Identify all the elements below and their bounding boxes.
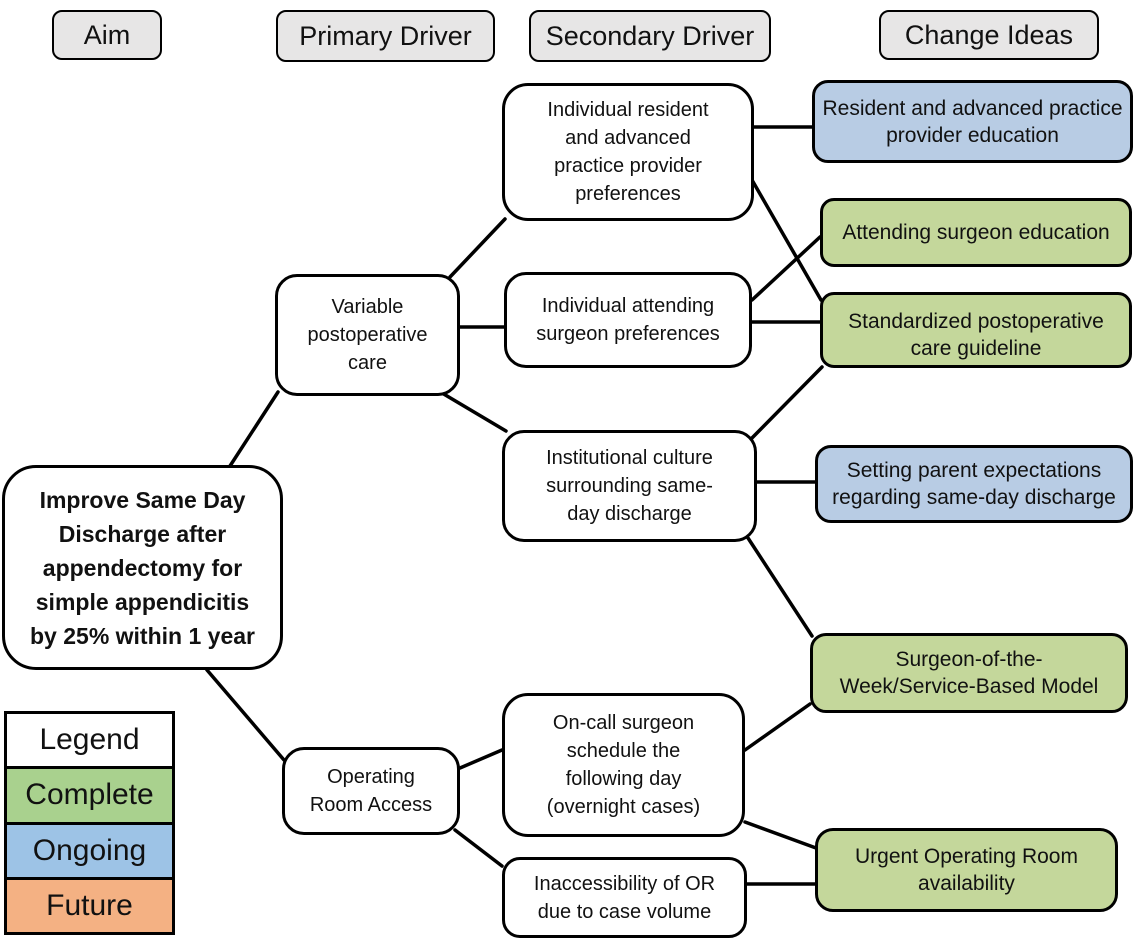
edge-or-access-oncall-schedule [458, 748, 504, 770]
aim-node: Improve Same Day Discharge after appende… [2, 465, 283, 670]
change-idea-resident-app-education: Resident and advanced practice provider … [812, 80, 1133, 163]
legend: Legend Complete Ongoing Future [4, 711, 175, 935]
secondary-driver-or-inaccessibility: Inaccessibility of OR due to case volume [502, 857, 747, 938]
change-idea-attending-surgeon-education: Attending surgeon education [820, 198, 1132, 267]
edge-attending-prefs-attending-education [750, 235, 822, 302]
change-idea-surgeon-of-the-week-model: Surgeon-of-the- Week/Service-Based Model [810, 633, 1128, 713]
column-header-secondary-driver: Secondary Driver [529, 10, 771, 62]
edge-variable-care-resident-prefs [448, 217, 507, 279]
edge-variable-care-culture [440, 391, 508, 433]
primary-driver-operating-room-access: Operating Room Access [282, 747, 460, 835]
edge-or-access-or-inaccessibility [453, 828, 504, 868]
column-header-aim: Aim [52, 10, 162, 60]
edge-aim-variable-care [228, 390, 280, 468]
change-idea-urgent-or-availability: Urgent Operating Room availability [815, 828, 1118, 912]
edge-oncall-schedule-surgeon-of-week [743, 702, 812, 752]
primary-driver-variable-postoperative-care: Variable postoperative care [275, 274, 460, 396]
secondary-driver-institutional-culture: Institutional culture surrounding same- … [502, 430, 757, 542]
secondary-driver-oncall-surgeon-schedule: On-call surgeon schedule the following d… [502, 693, 745, 837]
edge-aim-or-access [205, 668, 286, 762]
column-header-primary-driver: Primary Driver [276, 10, 495, 62]
edge-oncall-schedule-urgent-or [743, 820, 818, 850]
legend-item-future: Future [7, 876, 172, 932]
edge-resident-prefs-care-guideline [750, 178, 823, 302]
legend-item-ongoing: Ongoing [7, 821, 172, 877]
column-header-change-ideas: Change Ideas [879, 10, 1099, 60]
change-idea-standardized-care-guideline: Standardized postoperative care guidelin… [820, 292, 1132, 368]
change-idea-parent-expectations: Setting parent expectations regarding sa… [815, 445, 1133, 523]
edge-culture-surgeon-of-week [746, 536, 814, 638]
edge-culture-care-guideline [750, 365, 824, 440]
secondary-driver-resident-app-preferences: Individual resident and advanced practic… [502, 83, 754, 221]
secondary-driver-attending-preferences: Individual attending surgeon preferences [504, 272, 752, 368]
legend-title: Legend [7, 714, 172, 767]
legend-item-complete: Complete [7, 766, 172, 822]
